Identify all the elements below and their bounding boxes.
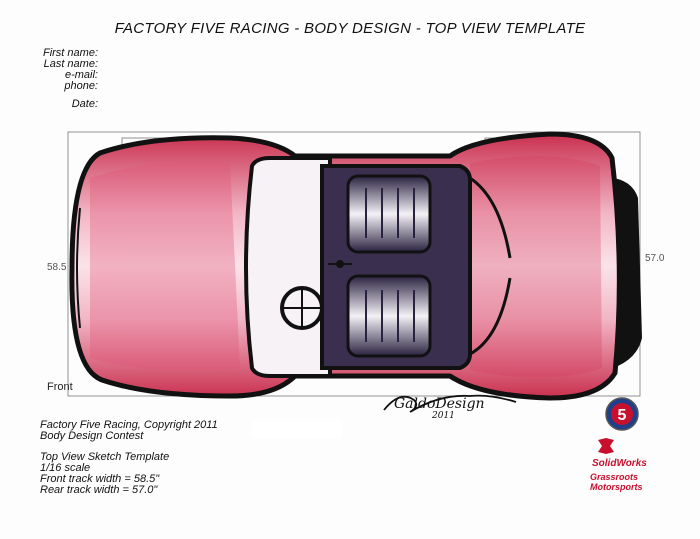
rear-buttress-upper [469,176,512,259]
phone-label: phone: [64,80,98,92]
front-width-dimension: 58.5 [47,262,67,273]
rear-track-text: Rear track width = 57.0" [40,484,158,496]
designer-signature: GaldoDesign 2011 [383,394,517,420]
signature-text: GaldoDesign [394,396,485,412]
contest-text: Body Design Contest [40,430,144,442]
template-name-text: Top View Sketch Template [40,451,170,463]
car-top-view-sketch [67,131,642,401]
seat-lower [346,274,432,358]
email-label: e-mail: [64,69,98,81]
scale-text: 1/16 scale [40,462,91,474]
grassroots-line2: Motorsports [590,482,643,492]
rear-width-dimension: 57.0 [645,253,665,264]
blank-name-box [252,420,342,438]
seat-ribs [365,188,415,342]
page-title: FACTORY FIVE RACING - BODY DESIGN - TOP … [114,20,586,37]
front-bumper-line [76,207,81,329]
signature-year: 2011 [431,411,455,420]
date-label: Date: [71,98,98,110]
solidworks-logo-text: SolidWorks [592,458,647,469]
ffr-badge-logo: 5 [605,397,639,431]
grassroots-line1: Grassroots [590,472,639,482]
solidworks-ds-icon [598,438,614,454]
last-name-label: Last name: [43,58,98,70]
rear-deck-shading [470,156,602,378]
first-name-label: First name: [42,47,98,59]
rear-buttress-lower [469,277,512,356]
grassroots-motorsports-logo: Grassroots Motorsports [590,472,643,492]
front-label: Front [47,381,73,393]
cockpit-frame [244,156,332,378]
copyright-text: Factory Five Racing, Copyright 2011 [40,419,218,431]
hood-shading [90,162,240,371]
ffr-badge-number: 5 [618,407,627,424]
front-track-text: Front track width = 58.5" [40,473,160,485]
seat-upper [346,174,432,254]
